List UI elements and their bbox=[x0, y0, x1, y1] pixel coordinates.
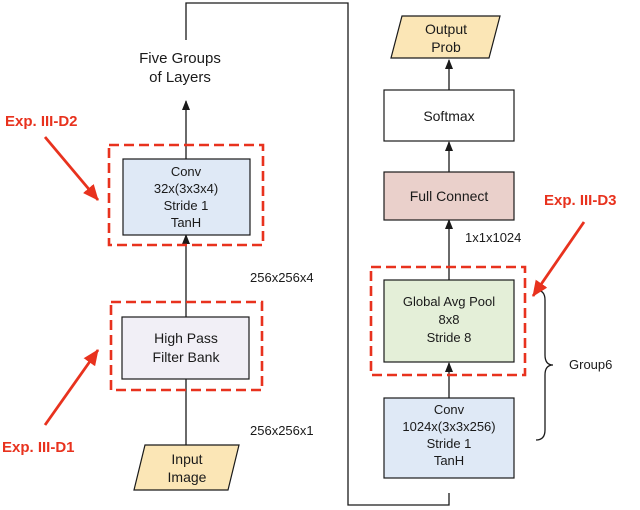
global-pool-line2: 8x8 bbox=[439, 312, 460, 327]
conv-right-line2: 1024x(3x3x256) bbox=[402, 419, 495, 434]
conv-left-line2: 32x(3x3x4) bbox=[154, 181, 218, 196]
highlight-box-d2 bbox=[107, 143, 265, 247]
conv-box-right bbox=[383, 397, 515, 479]
conv-right-line4: TanH bbox=[434, 453, 464, 468]
filter-bank-box bbox=[121, 316, 250, 380]
five-groups-label-line1: Five Groups bbox=[139, 50, 221, 67]
conv-box-left bbox=[122, 158, 251, 236]
global-pool-line3: Stride 8 bbox=[427, 330, 472, 345]
connector-loop-line bbox=[185, 2, 450, 506]
softmax-label: Softmax bbox=[423, 108, 474, 124]
dim-label-256x256x4: 256x256x4 bbox=[250, 270, 314, 285]
red-arrow-d1 bbox=[43, 349, 100, 426]
input-image-parallelogram bbox=[133, 444, 240, 491]
input-image-line1: Input bbox=[171, 451, 202, 467]
group6-label: Group6 bbox=[569, 357, 612, 372]
dim-label-256x256x1: 256x256x1 bbox=[250, 423, 314, 438]
conv-right-line1: Conv bbox=[434, 402, 465, 417]
global-pool-line1: Global Avg Pool bbox=[403, 294, 495, 309]
output-prob-line2: Prob bbox=[431, 39, 461, 55]
filter-bank-line2: Filter Bank bbox=[153, 349, 221, 365]
highlight-box-d3 bbox=[369, 265, 527, 377]
red-arrow-d2 bbox=[43, 136, 100, 201]
exp-label-d3: Exp. III-D3 bbox=[544, 192, 617, 209]
group6-brace bbox=[535, 289, 554, 441]
conv-left-line1: Conv bbox=[171, 164, 202, 179]
conv-left-line4: TanH bbox=[171, 215, 201, 230]
full-connect-label: Full Connect bbox=[410, 188, 489, 204]
global-pool-box bbox=[383, 279, 515, 363]
conv-left-line3: Stride 1 bbox=[164, 198, 209, 213]
filter-bank-line1: High Pass bbox=[154, 330, 218, 346]
five-groups-label-line2: of Layers bbox=[149, 69, 211, 86]
highlight-box-d1 bbox=[109, 300, 264, 392]
conv-right-line3: Stride 1 bbox=[427, 436, 472, 451]
output-prob-line1: Output bbox=[425, 21, 467, 37]
softmax-box bbox=[383, 89, 515, 142]
exp-label-d2: Exp. III-D2 bbox=[5, 113, 78, 130]
full-connect-box bbox=[383, 171, 515, 221]
red-arrow-d3 bbox=[531, 221, 586, 297]
dim-label-1x1x1024: 1x1x1024 bbox=[465, 230, 521, 245]
exp-label-d1: Exp. III-D1 bbox=[2, 439, 75, 456]
output-prob-parallelogram bbox=[390, 15, 501, 59]
input-image-line2: Image bbox=[168, 469, 207, 485]
